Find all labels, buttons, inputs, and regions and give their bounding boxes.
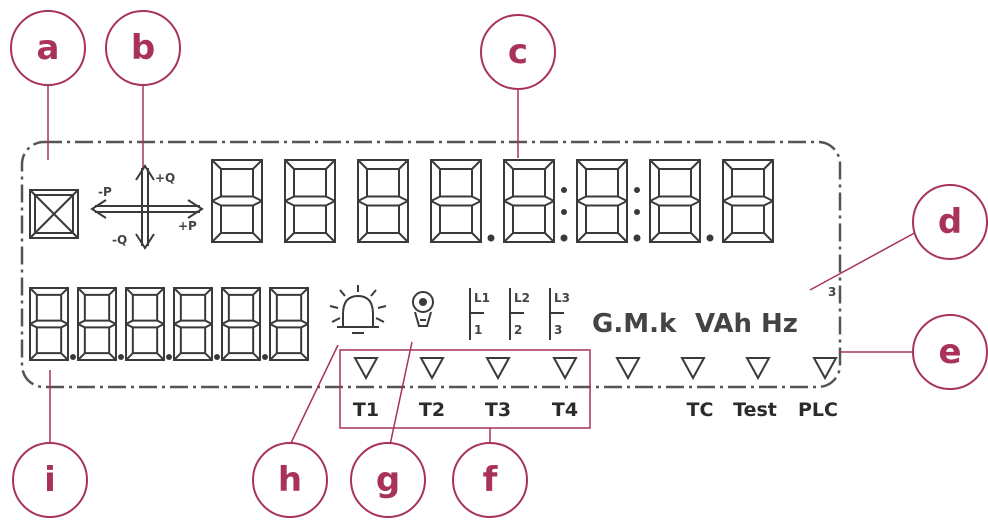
indicator-triangle-7	[745, 357, 771, 381]
leader-h	[289, 344, 339, 446]
main-colon-top-6	[634, 187, 640, 193]
phase-l2: L2 2	[509, 288, 530, 340]
svg-text:L3: L3	[554, 291, 570, 305]
main-digit-1	[211, 159, 263, 243]
secondary-digit-1	[29, 287, 69, 361]
leader-d	[809, 229, 921, 291]
main-decimal-6	[633, 234, 641, 242]
callout-h-circle	[252, 442, 328, 518]
indicator-triangles	[353, 357, 838, 381]
main-digit-3	[357, 159, 409, 243]
secondary-decimal-5	[262, 354, 268, 360]
secondary-digit-6	[269, 287, 309, 361]
main-colon-top-5	[561, 187, 567, 193]
units-prefix: G.M.k	[592, 309, 677, 339]
callout-c-letter: c	[508, 32, 528, 72]
main-digit-8	[722, 159, 774, 243]
secondary-decimal-2	[118, 354, 124, 360]
tariff-group-box	[339, 349, 591, 429]
indicator-triangle-2	[419, 357, 445, 381]
indicator-triangle-1	[353, 357, 379, 381]
status-tc-label: TC	[687, 399, 714, 421]
callout-e-circle	[912, 314, 988, 390]
leader-lines	[47, 84, 921, 446]
svg-text:L2: L2	[514, 291, 530, 305]
callout-i-letter: i	[44, 460, 56, 500]
svg-text:3: 3	[554, 323, 562, 337]
status-plc-label: PLC	[798, 399, 838, 421]
units-suffix: VAh Hz	[695, 309, 798, 339]
secondary-digit-5	[221, 287, 261, 361]
phase-l1: L1 1	[469, 288, 490, 340]
callout-f-circle	[452, 442, 528, 518]
callout-f-letter: f	[483, 460, 499, 500]
status-test-label: Test	[733, 399, 777, 421]
alarm-bell-icon	[329, 285, 387, 334]
status-labels: TC Test PLC	[687, 399, 838, 421]
tariff-t3-label: T3	[485, 399, 511, 421]
callout-g-circle	[350, 442, 426, 518]
secondary-decimal-4	[214, 354, 220, 360]
tariff-t1-label: T1	[353, 399, 379, 421]
neg-p-label: -P	[98, 185, 112, 199]
indicator-triangle-5	[615, 357, 641, 381]
main-decimal-5	[560, 234, 568, 242]
tariff-t2-label: T2	[419, 399, 445, 421]
secondary-decimal-1	[70, 354, 76, 360]
main-colon-bottom-6	[634, 209, 640, 215]
secondary-decimal-3	[166, 354, 172, 360]
phase-indicators: L1 1 L2 2 L3 3	[469, 288, 570, 340]
main-digit-5	[503, 159, 555, 243]
communication-icon	[412, 291, 434, 327]
indicator-triangle-8	[812, 357, 838, 381]
pos-q-label: +Q	[155, 171, 175, 185]
svg-text:1: 1	[474, 323, 482, 337]
main-digit-6	[576, 159, 628, 243]
svg-text:L1: L1	[474, 291, 490, 305]
lcd-frame	[20, 140, 842, 389]
secondary-digit-3	[125, 287, 165, 361]
main-decimal-7	[706, 234, 714, 242]
units-superscript: 3	[828, 285, 836, 299]
main-decimal-4	[487, 234, 495, 242]
indicator-triangle-4	[552, 357, 578, 381]
callout-b-circle	[105, 10, 181, 86]
callout-h-letter: h	[278, 460, 302, 500]
callout-g-letter: g	[376, 460, 400, 500]
units-indicator: G.M.k VAh Hz 3	[592, 285, 836, 339]
main-digit-row	[211, 159, 774, 243]
callout-d-circle	[912, 184, 988, 260]
neg-q-label: -Q	[112, 233, 127, 247]
leader-g	[389, 341, 413, 446]
callouts: a b c d e f g h i	[10, 10, 988, 518]
indicator-triangle-6	[680, 357, 706, 381]
phase-l3: L3 3	[549, 288, 570, 340]
tariff-labels: T1 T2 T3 T4	[353, 399, 578, 421]
error-box-icon	[29, 189, 79, 239]
callout-i-circle	[12, 442, 88, 518]
main-digit-7	[649, 159, 701, 243]
callout-e-letter: e	[938, 332, 961, 372]
indicator-triangle-3	[485, 357, 511, 381]
secondary-digit-4	[173, 287, 213, 361]
pos-p-label: +P	[178, 219, 197, 233]
main-digit-2	[284, 159, 336, 243]
main-digit-4	[430, 159, 482, 243]
quadrant-arrows-icon: +Q -Q -P +P	[90, 164, 204, 250]
tariff-t4-label: T4	[552, 399, 578, 421]
callout-c-circle	[480, 14, 556, 90]
callout-a-letter: a	[37, 28, 60, 68]
callout-a-circle	[10, 10, 86, 86]
secondary-digit-row	[29, 287, 309, 361]
secondary-digit-2	[77, 287, 117, 361]
callout-b-letter: b	[131, 28, 155, 68]
callout-d-letter: d	[938, 202, 962, 242]
svg-text:2: 2	[514, 323, 522, 337]
main-colon-bottom-5	[561, 209, 567, 215]
